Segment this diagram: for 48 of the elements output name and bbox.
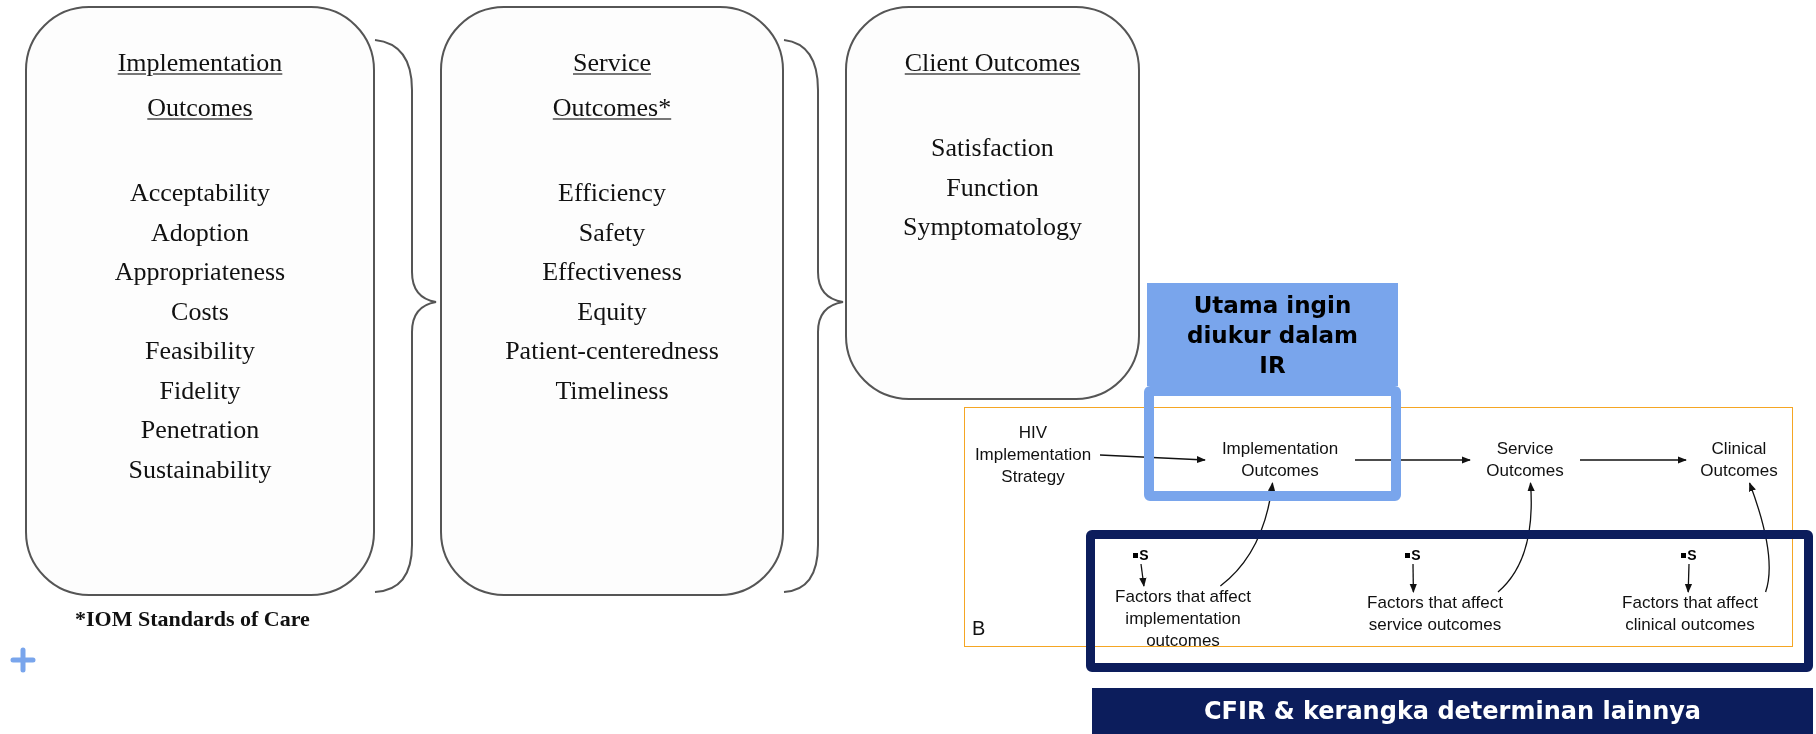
arrow bbox=[1748, 482, 1770, 593]
marker-label: S bbox=[1687, 547, 1697, 563]
arrow bbox=[1497, 482, 1535, 593]
list-item: Patient-centeredness bbox=[505, 335, 719, 367]
arrow bbox=[1409, 563, 1417, 593]
outcome-box bbox=[845, 6, 1140, 400]
node-label: HIV Implementation Strategy bbox=[966, 420, 1100, 490]
footnote: *IOM Standards of Care bbox=[75, 606, 310, 632]
list-item: Safety bbox=[578, 216, 646, 249]
callout-label: Utama ingin diukur dalam IR bbox=[1147, 283, 1398, 386]
outcome-box bbox=[25, 6, 375, 596]
list-item: Acceptability bbox=[129, 177, 271, 209]
node-label: Service Outcomes bbox=[1470, 437, 1580, 483]
list-item: Symptomatology bbox=[902, 211, 1083, 243]
outcome-box bbox=[440, 6, 784, 596]
list-item: Sustainability bbox=[128, 453, 272, 486]
list-item: Timeliness bbox=[555, 374, 669, 407]
arrow bbox=[1099, 454, 1206, 464]
node-label: Clinical Outcomes bbox=[1686, 437, 1792, 483]
list-item: Adoption bbox=[150, 216, 250, 249]
list-item: Penetration bbox=[140, 414, 260, 446]
list-item: Appropriateness bbox=[114, 256, 286, 288]
list-item: Effectiveness bbox=[542, 256, 682, 288]
highlight-frame bbox=[1144, 386, 1401, 501]
box-heading: Service Outcomes* bbox=[551, 47, 673, 124]
highlight-frame bbox=[1086, 530, 1813, 672]
list-item: Feasibility bbox=[145, 335, 255, 367]
box-heading: Client Outcomes bbox=[903, 47, 1082, 79]
box-heading: Implementation Outcomes bbox=[116, 47, 284, 124]
arrow bbox=[1579, 456, 1687, 464]
list-item: Function bbox=[946, 171, 1039, 204]
title-banner: CFIR & kerangka determinan lainnya bbox=[1092, 688, 1813, 734]
list-item: Fidelity bbox=[159, 374, 241, 407]
panel-letter: B bbox=[972, 617, 986, 640]
node-label: Factors that affect service outcomes bbox=[1345, 592, 1525, 636]
list-item: Equity bbox=[577, 295, 647, 328]
node-label: Factors that affect clinical outcomes bbox=[1600, 592, 1780, 636]
list-item: Efficiency bbox=[558, 177, 666, 209]
arrow bbox=[1354, 456, 1471, 464]
arrow bbox=[1684, 563, 1693, 593]
marker-label: S bbox=[1139, 547, 1149, 563]
node-label: Factors that affect implementation outcomes bbox=[1098, 586, 1268, 652]
list-item: Satisfaction bbox=[931, 132, 1054, 164]
node-label: Implementation Outcomes bbox=[1205, 437, 1355, 483]
marker-label: S bbox=[1411, 547, 1421, 563]
list-item: Costs bbox=[171, 295, 229, 328]
arrow bbox=[1219, 482, 1275, 587]
arrow bbox=[1139, 563, 1147, 587]
